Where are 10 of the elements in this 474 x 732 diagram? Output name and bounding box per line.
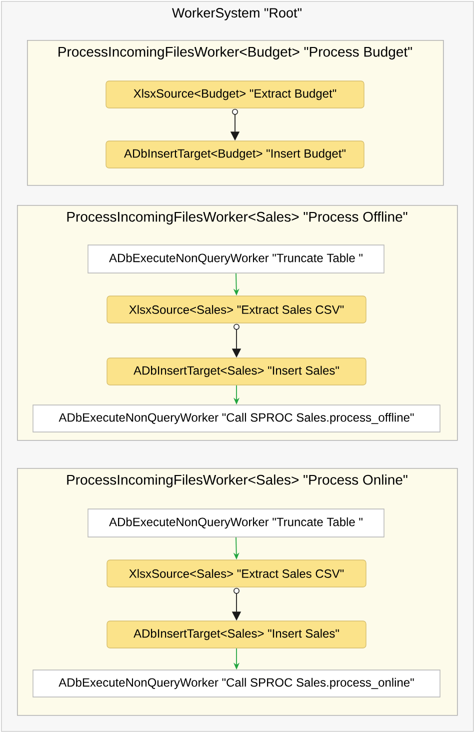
query-worker-box: ADbExecuteNonQueryWorker "Call SPROC Sales.process_online" — [32, 670, 440, 698]
worker-box: ADbInsertTarget<Budget> "Insert Budget" — [106, 140, 364, 168]
worker-box: XlsxSource<Sales> "Extract Sales CSV" — [106, 296, 366, 324]
worker-box: XlsxSource<Sales> "Extract Sales CSV" — [106, 560, 366, 588]
worker-box: ADbInsertTarget<Sales> "Insert Sales" — [106, 358, 366, 386]
query-worker-box: ADbExecuteNonQueryWorker "Call SPROC Sales.process_offline" — [32, 404, 440, 432]
query-worker-box: ADbExecuteNonQueryWorker "Truncate Table " — [88, 508, 384, 538]
worker-box: ADbInsertTarget<Sales> "Insert Sales" — [106, 620, 366, 648]
query-worker-box: ADbExecuteNonQueryWorker "Truncate Table " — [88, 244, 384, 274]
worker-box: XlsxSource<Budget> "Extract Budget" — [106, 80, 364, 108]
